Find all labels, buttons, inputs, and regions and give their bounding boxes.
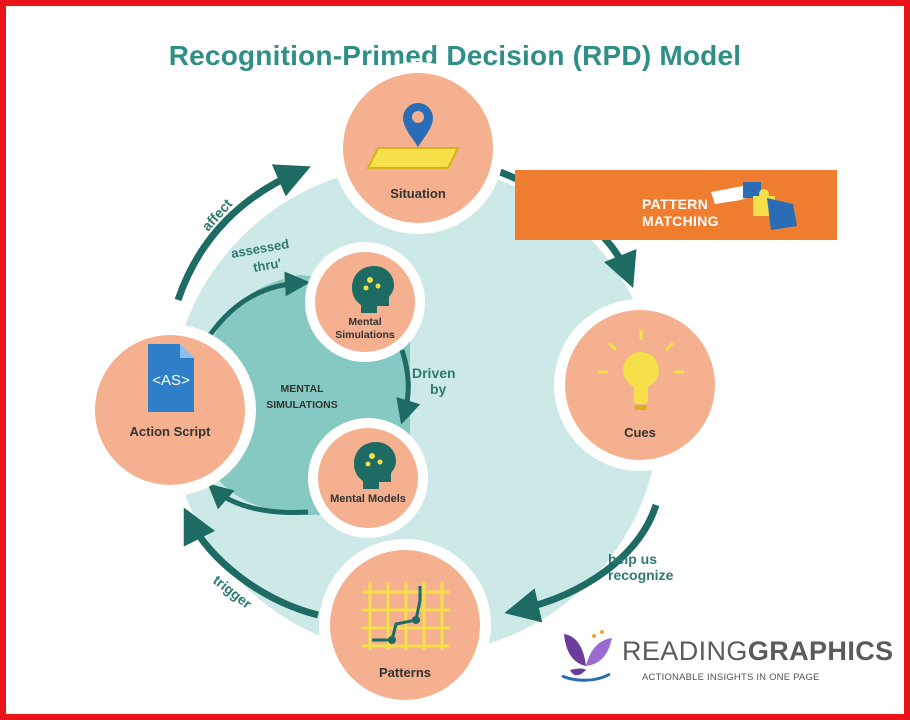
- script-file-icon: <AS>: [148, 344, 194, 412]
- brand-name: READINGGRAPHICS: [622, 636, 894, 667]
- brand-tagline: ACTIONABLE INSIGHTS IN ONE PAGE: [642, 672, 820, 683]
- arrow-affect: [174, 164, 311, 302]
- arrow-models-to-script: [207, 483, 309, 516]
- arrow-label-help-2: recognize: [608, 567, 674, 583]
- arrow-label-help-1: help us: [608, 551, 657, 567]
- node-action-script: <AS> Action Script: [84, 324, 256, 496]
- label-patterns: Patterns: [379, 665, 431, 680]
- arrow-label-assessed-2: thru': [252, 255, 283, 275]
- arrow-assessed-thru: [207, 271, 310, 337]
- node-cues: Cues: [554, 299, 726, 471]
- diagram-title: Recognition-Primed Decision (RPD) Model: [168, 40, 742, 71]
- label-cues: Cues: [624, 425, 656, 440]
- label-action-script: Action Script: [130, 424, 212, 439]
- head-icon: [354, 442, 396, 489]
- arrow-help-recognize: [504, 503, 660, 623]
- arrow-label-driven-1: Driven: [412, 365, 456, 381]
- puzzle-hands-icon: [711, 182, 797, 230]
- label-mental-models: Mental Models: [330, 493, 406, 505]
- node-mental-models: Mental Models: [308, 418, 428, 538]
- arrow-trigger: [183, 507, 319, 619]
- brand-name-light: READING: [622, 636, 748, 666]
- map-pin-icon: [366, 103, 460, 169]
- label-mental-simulations-2: Simulations: [335, 329, 395, 341]
- label-mental-simulations-1: Mental: [348, 316, 381, 328]
- node-mental-simulations: Mental Simulations: [305, 242, 425, 362]
- pattern-matching-line2: MATCHING: [642, 213, 719, 229]
- lightbulb-icon: [598, 330, 684, 410]
- brand-name-bold: GRAPHICS: [747, 636, 894, 666]
- butterfly-logo-icon: [561, 630, 612, 682]
- arrow-driven-by: [396, 349, 421, 425]
- arrow-label-driven-2: by: [430, 381, 447, 397]
- inner-label-line2: SIMULATIONS: [266, 399, 338, 411]
- node-situation: Situation: [332, 62, 504, 234]
- node-patterns: Patterns: [319, 539, 491, 711]
- brand-logo: [556, 622, 886, 692]
- pattern-matching-line1: PATTERN: [642, 196, 709, 212]
- pattern-matching-label: PATTERN MATCHING: [642, 196, 719, 230]
- head-icon: [352, 266, 394, 313]
- label-situation: Situation: [390, 186, 446, 201]
- pattern-matching-banner: [515, 170, 837, 240]
- inner-label-line1: MENTAL: [281, 383, 325, 395]
- script-icon-text: <AS>: [152, 372, 190, 389]
